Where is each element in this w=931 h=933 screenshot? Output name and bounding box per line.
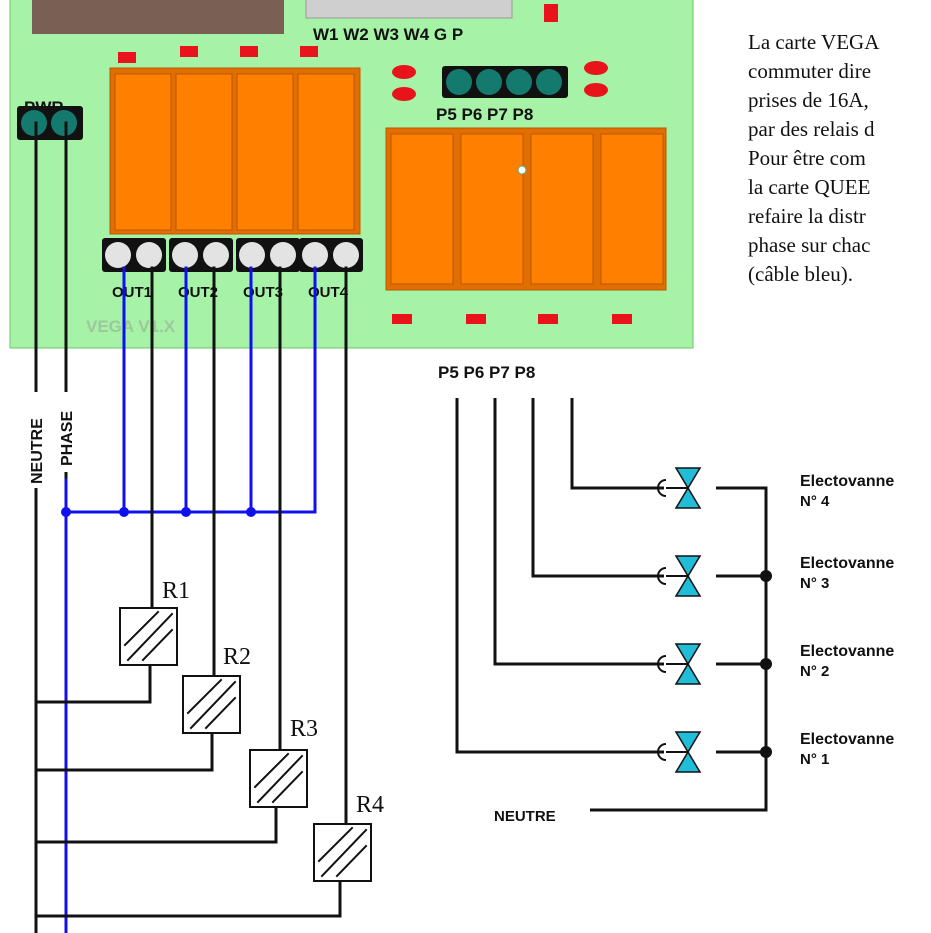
solenoid-valve-1-icon (657, 731, 702, 773)
relay-4 (297, 73, 355, 231)
top-connector-label: W1 W2 W3 W4 G P (313, 25, 463, 44)
solenoid-valve-3-icon (657, 555, 702, 597)
valve-2-number: N° 2 (800, 663, 829, 680)
pwr-connector (17, 106, 83, 140)
led (392, 87, 416, 101)
top-component (32, 0, 284, 34)
valve-4-number: N° 4 (800, 493, 830, 510)
relay-6 (460, 133, 524, 285)
valve-1-name: Electovanne (800, 731, 894, 748)
neutral-label: NEUTRE (29, 418, 46, 484)
led (392, 314, 412, 324)
relay-coil-r4 (313, 823, 372, 882)
relay-coil-r1 (119, 607, 178, 666)
valve-3-number: N° 3 (800, 575, 829, 592)
relay-coil-r2 (182, 675, 241, 734)
relay-3 (236, 73, 294, 231)
valve-neutral-label: NEUTRE (494, 808, 556, 825)
solenoid-valve-4-icon (657, 467, 702, 509)
led (584, 83, 608, 97)
left-wiring (34, 121, 372, 933)
led (392, 65, 416, 79)
r1-label: R1 (162, 578, 190, 604)
r3-label: R3 (290, 716, 318, 742)
top-connector (305, 0, 513, 19)
relay-8 (600, 133, 664, 285)
out2-label: OUT2 (178, 284, 218, 301)
out3-label: OUT3 (243, 284, 283, 301)
relay-1 (114, 73, 172, 231)
valve-1-number: N° 1 (800, 751, 829, 768)
relay-2 (175, 73, 233, 231)
out1-label: OUT1 (112, 284, 152, 301)
valve-2-name: Electovanne (800, 643, 894, 660)
led (466, 314, 486, 324)
description-line: La carte VEGA (748, 30, 880, 54)
out4-label: OUT4 (308, 284, 349, 301)
relay-block-p5-p8 (385, 127, 667, 291)
led (180, 46, 198, 57)
output-connectors (102, 238, 363, 272)
p5-p8-connector (442, 66, 568, 98)
description-line: (câble bleu). (748, 262, 853, 286)
top-led (544, 4, 558, 22)
description-line: refaire la distr (748, 204, 866, 228)
description-line: commuter dire (748, 59, 872, 83)
valve-3-name: Electovanne (800, 555, 894, 572)
r4-label: R4 (356, 792, 384, 818)
valve-connector-label: P5 P6 P7 P8 (438, 363, 535, 382)
description-paragraph: La carte VEGA commuter dire prises de 16… (748, 28, 931, 289)
r2-label: R2 (223, 644, 251, 670)
relay-coil-r3 (249, 749, 308, 808)
relay-block-outputs (109, 67, 361, 235)
board-name: VEGA V1.X (86, 317, 176, 336)
phase-label: PHASE (59, 411, 76, 466)
led (584, 61, 608, 75)
board-p5-p8-label: P5 P6 P7 P8 (436, 105, 533, 124)
led (538, 314, 558, 324)
description-line: par des relais d (748, 117, 875, 141)
description-line: Pour être com (748, 146, 866, 170)
valve-wiring (455, 398, 772, 812)
solenoid-valve-2-icon (657, 643, 702, 685)
led (300, 46, 318, 57)
relay-5 (390, 133, 454, 285)
led (612, 314, 632, 324)
relay-7 (530, 133, 594, 285)
description-line: phase sur chac (748, 233, 871, 257)
vega-board: W1 W2 W3 W4 G P (9, 0, 694, 349)
description-line: la carte QUEE (748, 175, 871, 199)
led (240, 46, 258, 57)
valve-4-name: Electovanne (800, 473, 894, 490)
description-line: prises de 16A, (748, 88, 869, 112)
led (118, 52, 136, 63)
